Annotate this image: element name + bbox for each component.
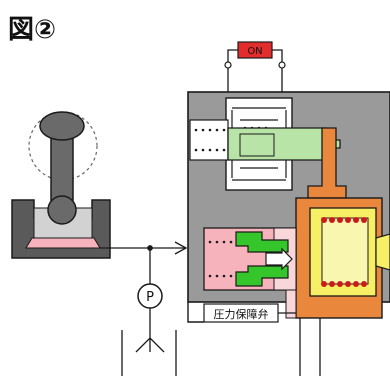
switch-indicator	[237, 41, 273, 59]
lower-valve-piston	[235, 265, 289, 287]
figure-title: 図②	[8, 15, 56, 45]
drain-symbol-left	[121, 330, 177, 376]
drain-symbol-right	[299, 310, 321, 376]
pressure-chamber	[203, 227, 297, 319]
valve-label-box: 圧力保障弁	[203, 303, 296, 323]
flow-arrow-icon	[265, 247, 293, 271]
valve-label: 圧力保障弁	[214, 307, 269, 321]
lever-travel-circle	[28, 111, 98, 181]
lever-fluid-chamber	[25, 237, 101, 249]
lever-pivot-ball	[47, 195, 77, 225]
electric-switch: ON	[224, 41, 286, 92]
cylinder-springs	[321, 217, 367, 287]
orange-piston	[295, 127, 390, 319]
lever-knob	[39, 111, 85, 141]
pressure-gauge-label: P	[146, 290, 154, 305]
upper-valve-piston	[235, 231, 289, 253]
lever-unit	[11, 111, 111, 259]
switch-label: ON	[247, 46, 262, 57]
pressure-gauge: P	[137, 283, 163, 309]
